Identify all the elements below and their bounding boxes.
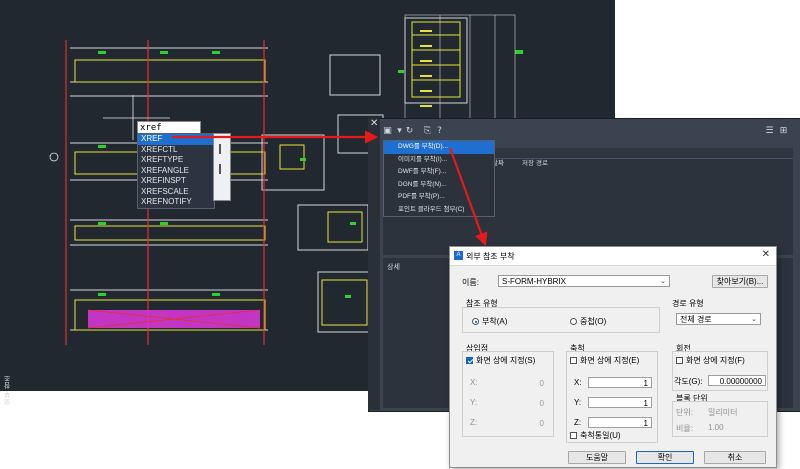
attach-dwf-item[interactable]: DWF를 부착(F)... — [398, 168, 447, 175]
insertion-y-field[interactable]: 0 — [484, 397, 548, 408]
insertion-x-field[interactable]: 0 — [484, 377, 548, 388]
scale-z-label: Z: — [574, 418, 582, 427]
overlay-radio-label[interactable]: 중첩(O) — [580, 317, 607, 326]
attach-xref-dialog: A 외부 참조 부착 ✕ 이름: S-FORM-HYBRIX ⌄ 찾아보기(B)… — [449, 246, 777, 468]
autocomplete-item[interactable]: XREFCTL — [141, 144, 178, 154]
autocomplete-item[interactable]: XREFSCALE — [141, 186, 189, 196]
unit-label: 단위: — [676, 408, 693, 417]
autocomplete-item[interactable]: XREFINSPT — [141, 176, 186, 185]
dialog-title: 외부 참조 부착 — [466, 252, 515, 261]
insertion-z-label: Z: — [470, 418, 478, 427]
attach-image-item[interactable]: 이미지를 부착(I)... — [398, 155, 448, 163]
scale-onscreen-label[interactable]: 화면 상에 지정(E) — [580, 356, 640, 365]
path-type-title: 경로 유형 — [672, 299, 704, 308]
attach-radio-label[interactable]: 부착(A) — [482, 317, 508, 326]
path-type-value: 전체 경로 — [680, 315, 712, 324]
chevron-down-icon: ⌄ — [751, 316, 757, 323]
column-header-date[interactable]: 날짜 — [492, 159, 504, 167]
autocomplete-item[interactable]: XREF — [138, 134, 214, 145]
change-path-icon[interactable]: ⎘ — [423, 126, 432, 136]
details-label: 상세 — [387, 263, 400, 271]
name-label: 이름: — [462, 278, 479, 287]
angle-label: 각도(G): — [674, 377, 703, 386]
block-unit-title: 블록 단위 — [676, 394, 708, 403]
attach-dgn-item[interactable]: DGN를 부착(N)... — [398, 180, 447, 188]
dialog-titlebar: A 외부 참조 부착 ✕ — [450, 247, 776, 266]
uniform-scale-label[interactable]: 축척통일(U) — [580, 431, 621, 440]
insertion-onscreen-label[interactable]: 화면 상에 지정(S) — [476, 356, 536, 365]
name-combo[interactable]: S-FORM-HYBRIX ⌄ — [498, 275, 670, 287]
cancel-button[interactable]: 취소 — [704, 451, 766, 464]
help-icon[interactable]: ? — [437, 126, 442, 136]
chevron-down-icon: ⌄ — [660, 278, 666, 285]
ref-type-group — [462, 307, 660, 333]
close-icon[interactable]: ✕ — [761, 249, 770, 260]
rotation-onscreen-label[interactable]: 화면 상에 지정(F) — [686, 356, 745, 365]
command-input[interactable]: xref — [137, 121, 201, 135]
help-button[interactable]: 도움말 — [568, 451, 626, 464]
scale-x-field[interactable]: 1 — [588, 377, 652, 388]
palette-title-strip: ✕ — [368, 118, 380, 410]
attach-menu: DWG를 부착(D)... 이미지를 부착(I)... DWF를 부착(F)..… — [383, 140, 495, 217]
insertion-title: 삽입점 — [466, 344, 489, 353]
column-header-saved-path[interactable]: 저장 경로 — [522, 159, 548, 167]
scale-onscreen-checkbox[interactable] — [570, 357, 577, 364]
name-value: S-FORM-HYBRIX — [502, 277, 566, 286]
attach-radio[interactable] — [472, 318, 479, 325]
factor-value: 1.00 — [708, 423, 724, 432]
attach-folder-icon[interactable]: ▣ — [383, 126, 392, 136]
insertion-group — [462, 351, 554, 437]
autocomplete-list: XREF XREFCTL XREFTYPE XREFANGLE XREFINSP… — [137, 133, 215, 209]
path-type-select[interactable]: 전체 경로 ⌄ — [676, 313, 761, 325]
autocomplete-item[interactable]: XREFANGLE — [141, 165, 190, 175]
unit-value: 밀리미터 — [708, 408, 738, 417]
attach-pdf-item[interactable]: PDF를 부착(P)... — [398, 193, 445, 200]
scale-z-field[interactable]: 1 — [588, 417, 652, 428]
autocomplete-item[interactable]: XREFNOTIFY — [141, 197, 192, 206]
scale-x-label: X: — [574, 378, 582, 387]
palette-vertical-title: 외부 참조 — [3, 375, 11, 406]
attach-pointcloud-item[interactable]: 포인트 클라우드 첨부(C) — [398, 205, 465, 213]
close-icon[interactable]: ✕ — [370, 118, 379, 129]
rotation-title: 회전 — [676, 344, 691, 353]
angle-field[interactable]: 0.00000000 — [708, 375, 766, 386]
overlay-radio[interactable] — [570, 318, 577, 325]
scale-y-field[interactable]: 1 — [588, 397, 652, 408]
factor-label: 비율: — [676, 424, 693, 433]
browse-button[interactable]: 찾아보기(B)... — [712, 275, 768, 288]
insertion-y-label: Y: — [470, 398, 478, 407]
refresh-icon[interactable]: ↻ — [405, 126, 414, 136]
rotation-onscreen-checkbox[interactable] — [676, 357, 683, 364]
rotation-group — [672, 351, 768, 391]
ok-button[interactable]: 확인 — [636, 451, 694, 464]
attach-dwg-item[interactable]: DWG를 부착(D)... — [384, 141, 494, 154]
ref-type-title: 참조 유형 — [466, 299, 498, 308]
tree-view-icon[interactable]: ⊞ — [779, 126, 788, 136]
block-unit-group — [672, 401, 768, 437]
dropdown-arrow-icon[interactable]: ▾ — [397, 126, 402, 136]
autocomplete-tooltip-panel — [213, 133, 231, 201]
scale-group — [566, 351, 658, 443]
insertion-z-field[interactable]: 0 — [484, 417, 548, 428]
insertion-onscreen-checkbox[interactable] — [466, 357, 473, 364]
app-icon: A — [454, 251, 463, 260]
uniform-scale-checkbox[interactable] — [570, 432, 577, 439]
insertion-x-label: X: — [470, 378, 478, 387]
cad-drawing — [49, 14, 568, 345]
palette-toolbar: ▣ ▾ ↻ ⎘ ? ☰ ⊞ — [382, 126, 792, 140]
autocomplete-item[interactable]: XREFTYPE — [141, 155, 184, 164]
list-view-icon[interactable]: ☰ — [765, 126, 774, 136]
scale-y-label: Y: — [574, 398, 582, 407]
scale-title: 축척 — [570, 344, 585, 353]
palette-section-header — [383, 148, 793, 158]
